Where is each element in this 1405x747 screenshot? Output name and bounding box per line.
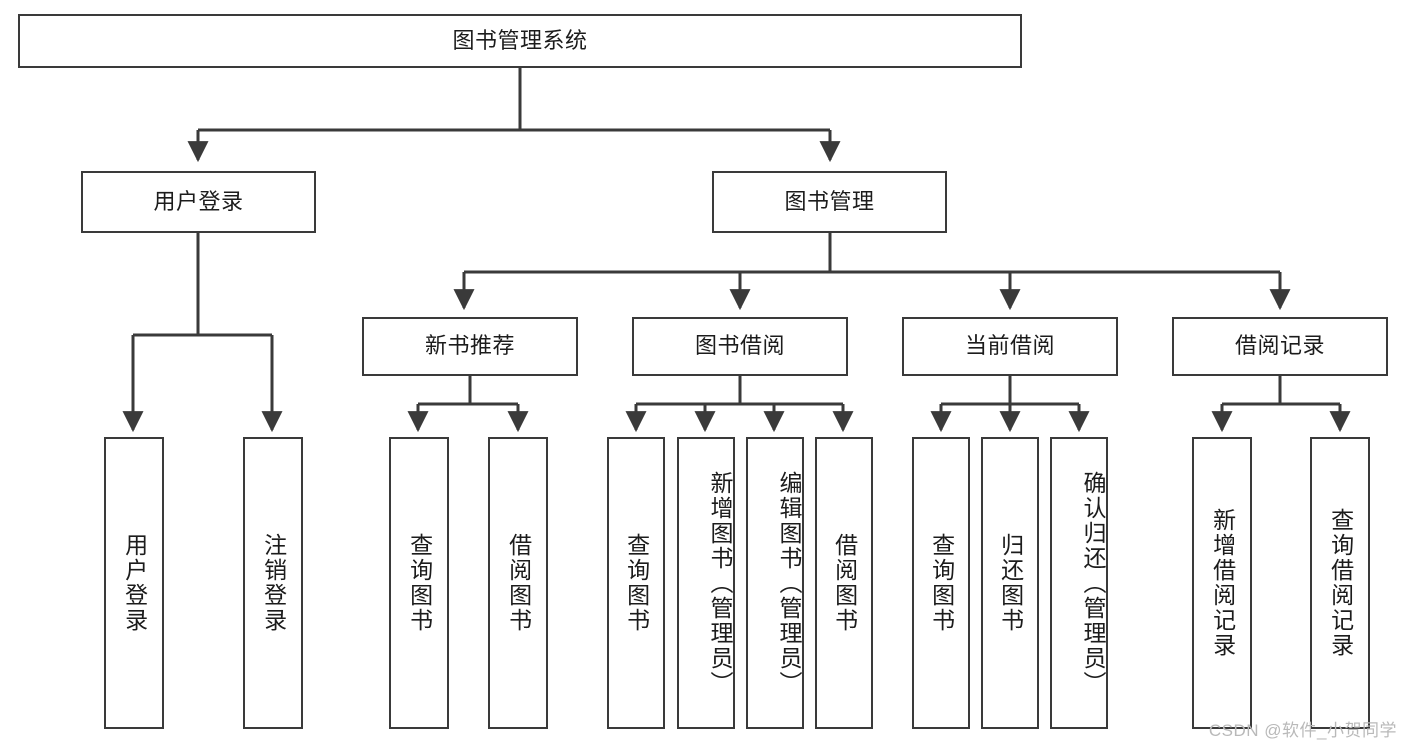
leaf-borrow-add-book-admin[interactable]: 新增图书（管理员） [677,437,735,729]
node-label: 注销登录 [260,533,287,633]
node-label: 新增借阅记录 [1209,508,1236,658]
node-label: 借阅图书 [831,533,858,633]
node-root-system[interactable]: 图书管理系统 [18,14,1022,68]
node-label: 查询借阅记录 [1327,508,1354,658]
node-label: 查询图书 [406,533,433,633]
node-label: 确认归还（管理员） [1080,470,1106,696]
node-current-borrow[interactable]: 当前借阅 [902,317,1118,376]
node-label: 归还图书 [997,533,1024,633]
leaf-user-login-login[interactable]: 用户登录 [104,437,164,729]
node-borrow-record[interactable]: 借阅记录 [1172,317,1388,376]
node-label: 新书推荐 [424,333,515,359]
node-label: 图书借阅 [694,333,785,359]
leaf-user-login-logout[interactable]: 注销登录 [243,437,303,729]
node-label: 用户登录 [121,533,148,633]
leaf-current-confirm-return-admin[interactable]: 确认归还（管理员） [1050,437,1108,729]
node-label: 当前借阅 [964,333,1055,359]
leaf-borrow-query-book[interactable]: 查询图书 [607,437,665,729]
node-label: 图书管理系统 [452,27,588,53]
leaf-current-query-book[interactable]: 查询图书 [912,437,970,729]
leaf-current-return-book[interactable]: 归还图书 [981,437,1039,729]
node-label: 借阅记录 [1234,333,1325,359]
leaf-borrow-edit-book-admin[interactable]: 编辑图书（管理员） [746,437,804,729]
csdn-watermark: CSDN @软件_小贺同学 [1208,721,1397,740]
node-label: 借阅图书 [505,533,532,633]
node-label: 用户登录 [153,188,244,214]
node-label: 查询图书 [928,533,955,633]
node-user-login[interactable]: 用户登录 [81,171,316,233]
node-label: 编辑图书（管理员） [776,470,802,696]
node-label: 新增图书（管理员） [707,470,733,696]
leaf-recommend-borrow-book[interactable]: 借阅图书 [488,437,548,729]
node-book-borrow[interactable]: 图书借阅 [632,317,848,376]
node-label: 图书管理 [784,188,875,214]
node-new-book-recommend[interactable]: 新书推荐 [362,317,578,376]
leaf-record-query-record[interactable]: 查询借阅记录 [1310,437,1370,729]
leaf-record-add-record[interactable]: 新增借阅记录 [1192,437,1252,729]
node-book-management[interactable]: 图书管理 [712,171,947,233]
leaf-borrow-borrow-book[interactable]: 借阅图书 [815,437,873,729]
node-label: 查询图书 [623,533,650,633]
leaf-recommend-query-book[interactable]: 查询图书 [389,437,449,729]
